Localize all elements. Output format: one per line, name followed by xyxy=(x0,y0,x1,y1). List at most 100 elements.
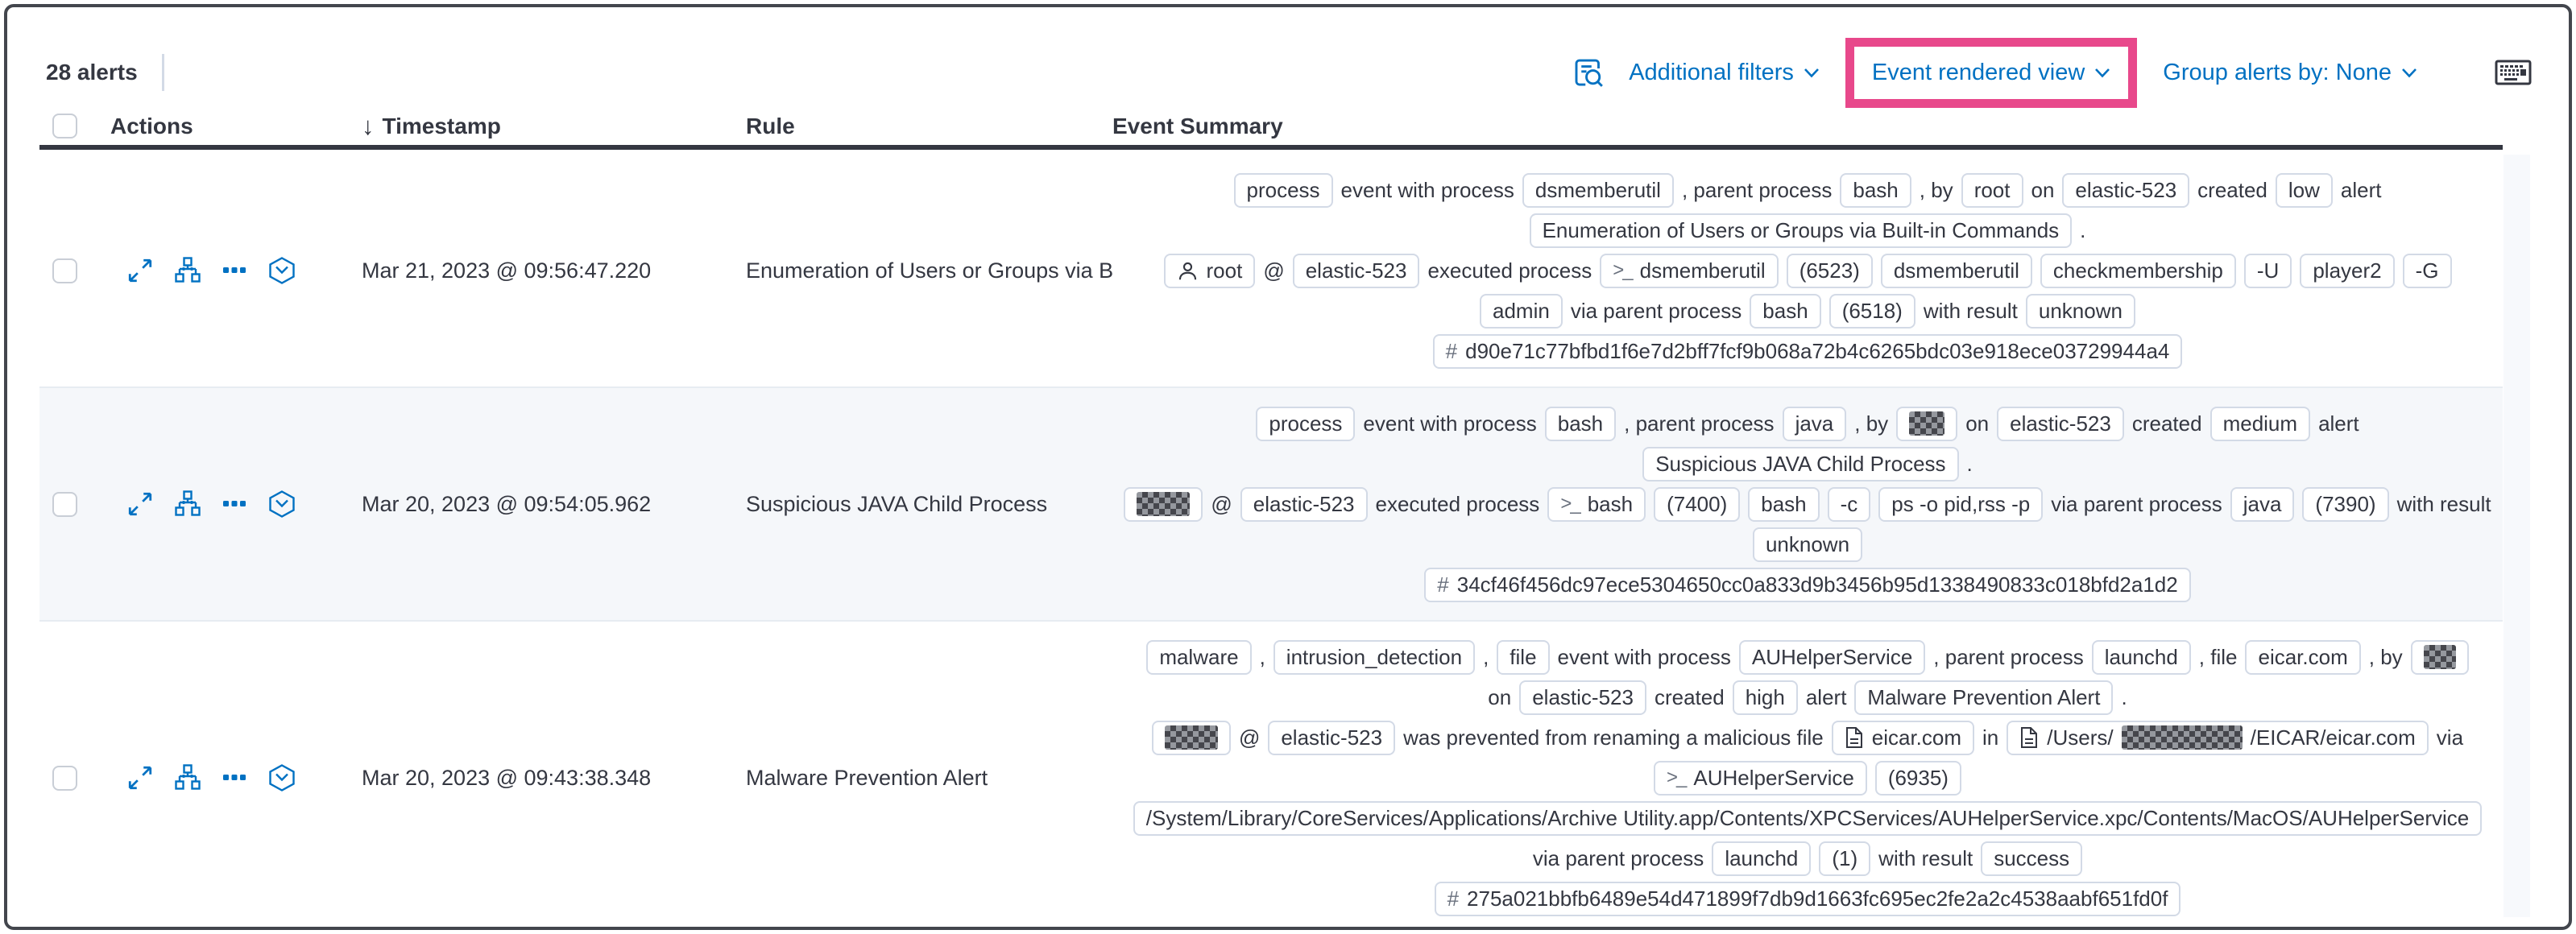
summary-badge[interactable]: launchd xyxy=(1712,841,1812,876)
summary-badge[interactable]: root xyxy=(1961,172,2023,208)
summary-badge[interactable]: bash xyxy=(1748,486,1820,522)
column-header-timestamp: Timestamp xyxy=(382,113,501,138)
summary-badge[interactable]: elastic-523 xyxy=(1268,720,1396,755)
analyze-event-button[interactable] xyxy=(172,763,201,792)
summary-badge[interactable]: Enumeration of Users or Groups via Built… xyxy=(1529,213,2073,248)
summary-badge[interactable]: high xyxy=(1732,680,1798,715)
summary-badge[interactable]: java xyxy=(1782,406,1847,441)
summary-badge[interactable] xyxy=(1896,406,1958,441)
hash-badge[interactable]: #34cf46f456dc97ece5304650cc0a833d9b3456b… xyxy=(1424,567,2191,602)
summary-badge[interactable]: eicar.com xyxy=(2245,639,2361,675)
summary-badge[interactable]: (7390) xyxy=(2302,486,2389,522)
summary-badge[interactable]: admin xyxy=(1480,293,1563,329)
summary-badge[interactable]: elastic-523 xyxy=(1292,253,1420,288)
alert-rule-name[interactable]: Malware Prevention Alert xyxy=(746,765,988,790)
badge-text: (7400) xyxy=(1667,491,1728,516)
summary-badge[interactable]: Malware Prevention Alert xyxy=(1854,680,2114,715)
expand-alert-button[interactable] xyxy=(126,257,154,284)
analyze-event-button[interactable] xyxy=(172,256,201,285)
column-header-event-summary: Event Summary xyxy=(1112,113,1283,138)
terminal-badge[interactable]: >_dsmemberutil xyxy=(1600,253,1779,288)
scrollbar-track[interactable] xyxy=(2504,155,2530,917)
summary-badge[interactable]: -c xyxy=(1827,486,1871,522)
event-summary-line: #d90e71c77bfbd1f6e7d2bff7fcf9b068a72b4c6… xyxy=(1432,333,2183,369)
summary-badge[interactable]: process xyxy=(1233,172,1333,208)
alert-rule-name[interactable]: Enumeration of Users or Groups via Bui xyxy=(746,258,1112,283)
summary-badge[interactable]: (7400) xyxy=(1654,486,1741,522)
summary-badge[interactable]: file xyxy=(1497,639,1550,675)
badge-text: Enumeration of Users or Groups via Built… xyxy=(1542,217,2060,242)
session-view-button[interactable] xyxy=(267,763,296,792)
summary-badge[interactable]: process xyxy=(1256,406,1356,441)
terminal-badge[interactable]: >_bash xyxy=(1547,486,1646,522)
badge-text: high xyxy=(1745,684,1785,709)
summary-badge[interactable]: -G xyxy=(2402,253,2452,288)
summary-badge[interactable]: (1) xyxy=(1819,841,1871,876)
redacted-value xyxy=(1137,492,1191,516)
more-actions-button[interactable] xyxy=(220,490,249,519)
summary-text: , xyxy=(1259,644,1265,669)
badge-text: (1) xyxy=(1832,845,1858,870)
summary-badge[interactable]: launchd xyxy=(2091,639,2191,675)
summary-badge[interactable]: low xyxy=(2275,172,2333,208)
badge-text: malware xyxy=(1159,644,1239,669)
summary-badge[interactable]: (6935) xyxy=(1874,760,1961,796)
summary-badge[interactable]: ps -o pid,rss -p xyxy=(1878,486,2044,522)
summary-badge[interactable]: dsmemberutil xyxy=(1522,172,1674,208)
select-alert-checkbox[interactable] xyxy=(52,258,77,283)
summary-badge[interactable]: elastic-523 xyxy=(1519,680,1646,715)
badge-text: d90e71c77bfbd1f6e7d2bff7fcf9b068a72b4c62… xyxy=(1465,338,2170,363)
group-alerts-by-button[interactable]: Group alerts by: None xyxy=(2163,60,2417,86)
summary-badge[interactable]: checkmembership xyxy=(2040,253,2236,288)
summary-badge[interactable]: player2 xyxy=(2300,253,2395,288)
summary-badge[interactable]: dsmemberutil xyxy=(1880,253,2032,288)
summary-badge[interactable]: (6518) xyxy=(1828,293,1915,329)
hash-badge[interactable]: #d90e71c77bfbd1f6e7d2bff7fcf9b068a72b4c6… xyxy=(1432,333,2183,369)
inspect-button[interactable] xyxy=(1572,56,1605,89)
select-alert-checkbox[interactable] xyxy=(52,765,77,791)
summary-badge[interactable]: Suspicious JAVA Child Process xyxy=(1642,446,1959,481)
summary-badge[interactable]: -U xyxy=(2243,253,2292,288)
terminal-badge[interactable]: >_AUHelperService xyxy=(1654,760,1867,796)
summary-badge[interactable]: medium xyxy=(2209,406,2311,441)
event-rendered-view-button[interactable]: Event rendered view xyxy=(1872,60,2110,86)
summary-badge[interactable]: bash xyxy=(1544,406,1617,441)
keyboard-shortcuts-button[interactable] xyxy=(2495,60,2532,85)
summary-badge[interactable]: (6523) xyxy=(1786,253,1873,288)
summary-badge[interactable]: elastic-523 xyxy=(2062,172,2190,208)
summary-badge[interactable]: intrusion_detection xyxy=(1273,639,1476,675)
summary-badge[interactable]: java xyxy=(2230,486,2295,522)
summary-badge[interactable]: unknown xyxy=(1752,527,1863,562)
summary-badge[interactable]: malware xyxy=(1146,639,1252,675)
session-view-button[interactable] xyxy=(267,256,296,285)
column-sort-timestamp[interactable]: ↓ Timestamp xyxy=(362,112,746,141)
alerts-panel: 28 alerts Additional filters Event rende… xyxy=(4,4,2572,930)
hash-badge[interactable]: #275a021bbfb6489e54d471899f7db9d1663fc69… xyxy=(1434,881,2181,916)
summary-badge[interactable]: success xyxy=(1981,841,2083,876)
session-view-button[interactable] xyxy=(267,490,296,519)
additional-filters-button[interactable]: Additional filters xyxy=(1629,60,1820,86)
summary-badge[interactable]: /System/Library/CoreServices/Application… xyxy=(1133,800,2483,836)
summary-badge[interactable]: bash xyxy=(1750,293,1821,329)
expand-alert-button[interactable] xyxy=(126,490,154,518)
expand-alert-button[interactable] xyxy=(126,764,154,791)
summary-badge[interactable]: elastic-523 xyxy=(1240,486,1368,522)
summary-badge[interactable] xyxy=(2410,639,2469,675)
summary-badge[interactable] xyxy=(1124,486,1203,522)
event-summary-line: unknown xyxy=(1752,527,1863,562)
file-badge[interactable]: eicar.com xyxy=(1831,720,1975,755)
summary-badge[interactable]: elastic-523 xyxy=(1997,406,2124,441)
summary-badge[interactable]: unknown xyxy=(2025,293,2135,329)
badge-text: -U xyxy=(2256,258,2280,283)
file-badge[interactable]: /Users//EICAR/eicar.com xyxy=(2007,720,2429,755)
more-actions-button[interactable] xyxy=(220,763,249,792)
summary-badge[interactable]: AUHelperService xyxy=(1738,639,1926,675)
more-actions-button[interactable] xyxy=(220,256,249,285)
select-all-checkbox[interactable] xyxy=(52,114,77,138)
analyze-event-button[interactable] xyxy=(172,490,201,519)
summary-badge[interactable]: bash xyxy=(1840,172,1911,208)
select-alert-checkbox[interactable] xyxy=(52,491,77,517)
alert-rule-name[interactable]: Suspicious JAVA Child Process xyxy=(746,491,1048,516)
user-badge[interactable]: root xyxy=(1163,253,1256,288)
summary-badge[interactable] xyxy=(1151,720,1231,755)
